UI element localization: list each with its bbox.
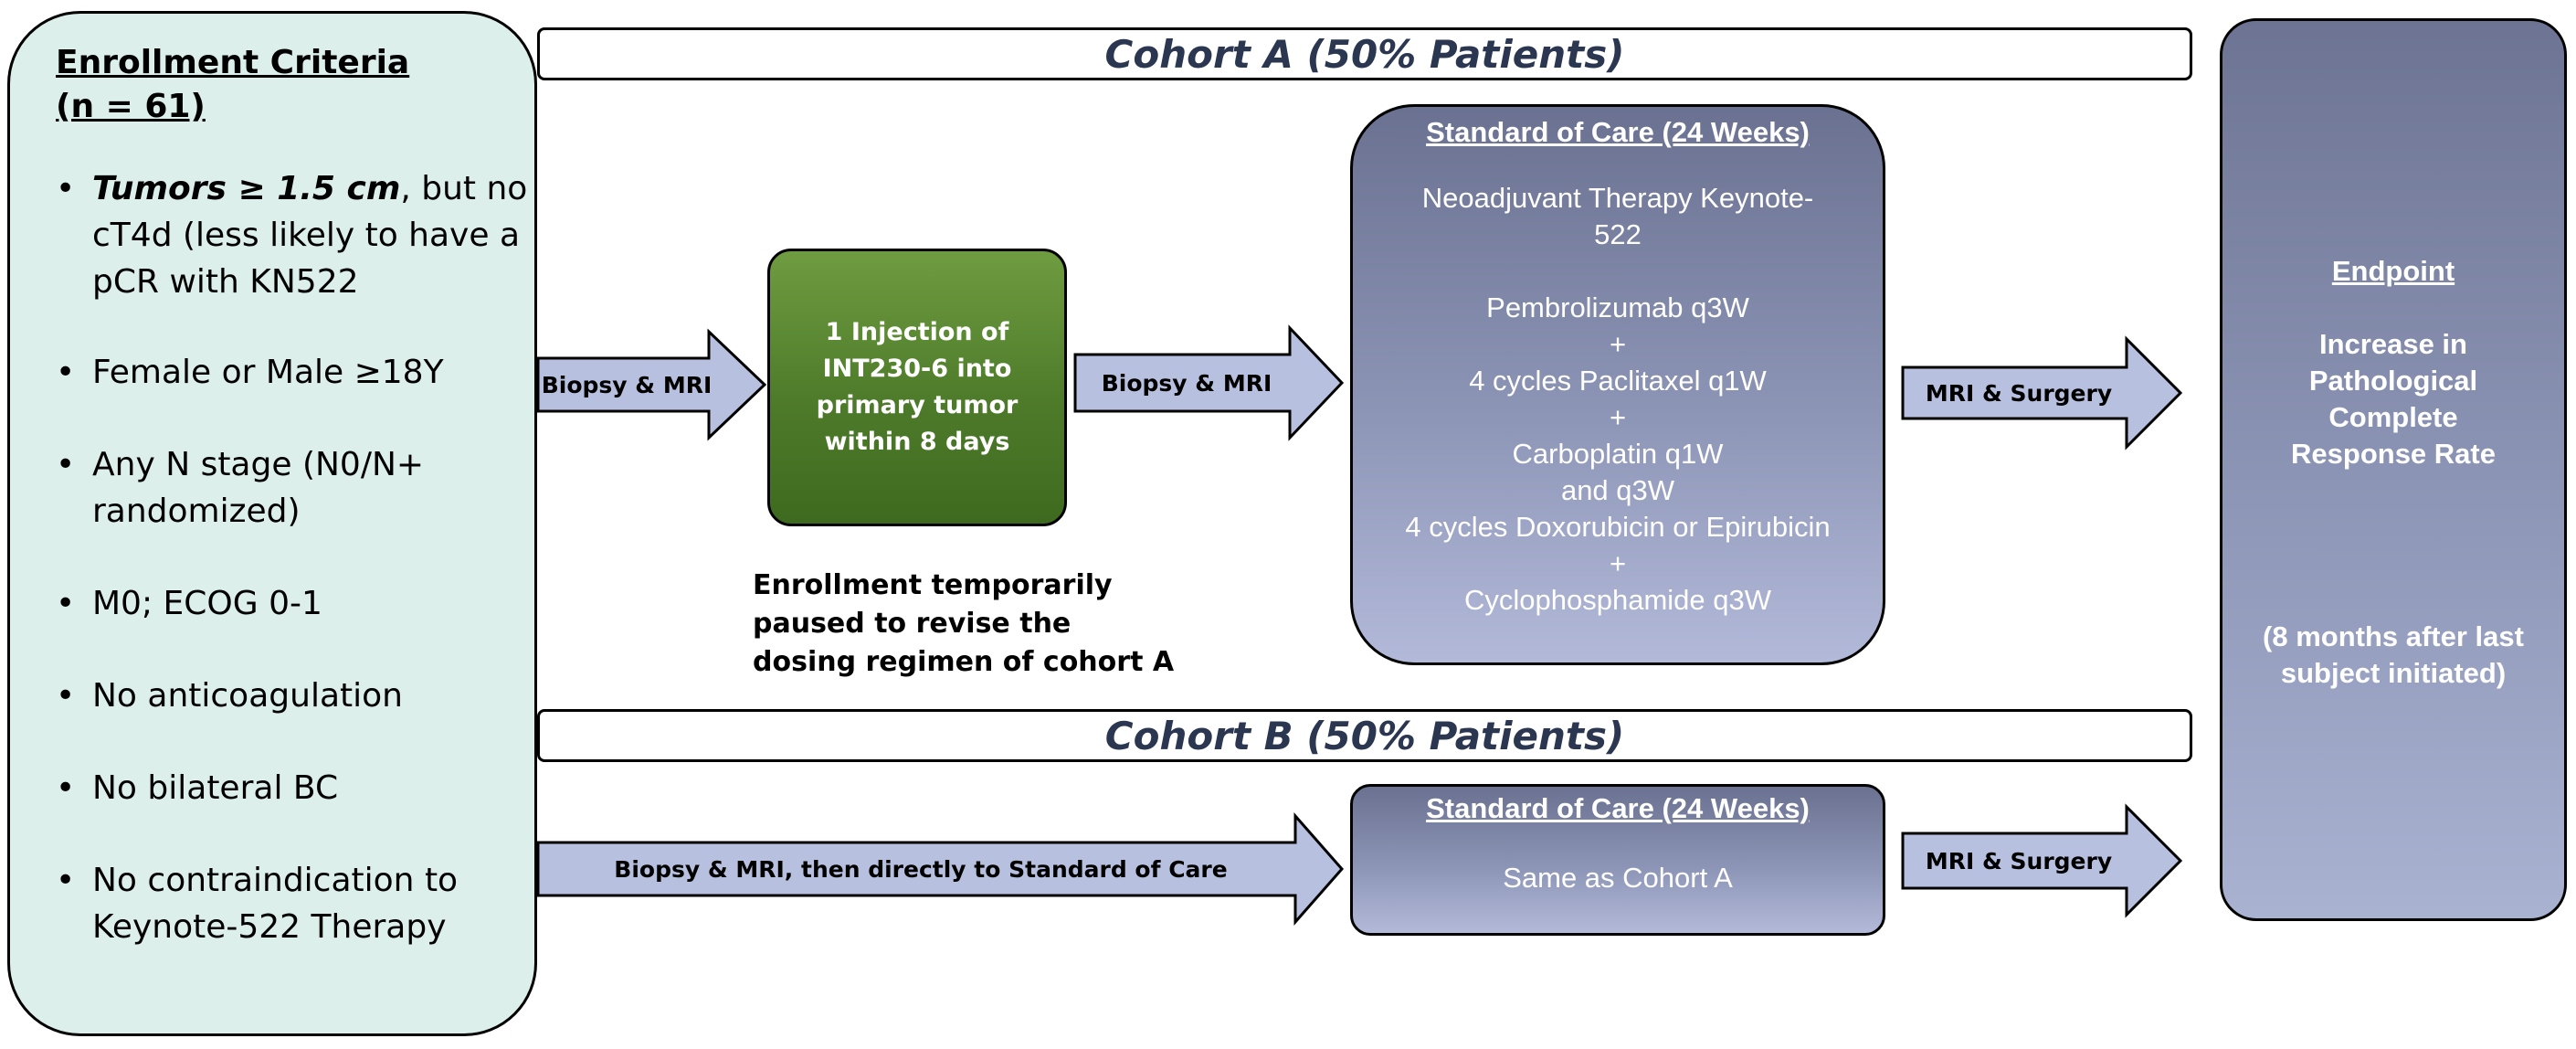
arrow-label: MRI & Surgery (1925, 379, 2113, 407)
soc-line: Same as Cohort A (1503, 862, 1733, 894)
criteria-item: No bilateral BC (56, 765, 534, 811)
soc-line: 522 (1594, 218, 1642, 250)
enrollment-pause-note: Enrollment temporarily paused to revise … (753, 569, 1175, 678)
criteria-item: No contraindication to Keynote-522 Thera… (56, 857, 534, 950)
enrollment-title: Enrollment Criteria (56, 44, 410, 81)
endpoint-line: Response Rate (2291, 438, 2496, 470)
cohort-a-banner: Cohort A (50% Patients) (537, 27, 2192, 80)
criteria-item: Tumors ≥ 1.5 cm, but no cT4d (less likel… (56, 165, 534, 305)
injection-text: 1 Injection of INT230-6 into primary tum… (816, 318, 1019, 456)
cohort-a-biopsy-arrow-2: Biopsy & MRI (1073, 324, 1345, 441)
criteria-text: Female or Male ≥18Y (92, 354, 444, 391)
endpoint-footnote-line: subject initiated) (2280, 657, 2507, 689)
criteria-text: No anticoagulation (92, 677, 403, 715)
soc-title: Standard of Care (24 Weeks) (1426, 116, 1810, 148)
cohort-b-biopsy-arrow: Biopsy & MRI, then directly to Standard … (536, 812, 1344, 926)
arrow-label: Biopsy & MRI (1101, 369, 1272, 397)
criteria-item: M0; ECOG 0-1 (56, 580, 534, 627)
cohort-b-banner: Cohort B (50% Patients) (537, 709, 2192, 762)
soc-line: Cyclophosphamide q3W (1463, 584, 1771, 616)
soc-line (1353, 253, 1883, 290)
endpoint-line: Pathological (2308, 365, 2478, 397)
soc-line: 4 cycles Doxorubicin or Epirubicin (1405, 511, 1831, 543)
criteria-item: No anticoagulation (56, 673, 534, 719)
soc-line: Neoadjuvant Therapy Keynote- (1421, 182, 1814, 214)
criteria-emphasis: Tumors ≥ 1.5 cm (92, 170, 401, 207)
arrow-shape (536, 328, 767, 441)
arrow-shape (1901, 803, 2183, 918)
criteria-list: Tumors ≥ 1.5 cm, but no cT4d (less likel… (56, 165, 534, 950)
soc-title: Standard of Care (24 Weeks) (1426, 792, 1810, 824)
arrow-shape (536, 812, 1344, 926)
endpoint-title: Endpoint (2331, 255, 2455, 287)
criteria-text: , but no cT4d (less likely to have a pCR… (92, 170, 528, 301)
arrow-label: MRI & Surgery (1925, 847, 2113, 874)
arrow-label: Biopsy & MRI, then directly to Standard … (614, 855, 1228, 883)
soc-line: + (1609, 401, 1627, 433)
endpoint-footnote-line: (8 months after last (2263, 620, 2524, 652)
cohort-a-surgery-arrow: MRI & Surgery (1901, 335, 2183, 450)
arrow-label: Biopsy & MRI (541, 371, 713, 398)
criteria-item: Female or Male ≥18Y (56, 349, 534, 396)
endpoint-box: Endpoint Increase in Pathological Comple… (2220, 18, 2567, 921)
endpoint-line: Complete (2328, 401, 2458, 433)
soc-line: + (1609, 328, 1627, 360)
criteria-text: Any N stage (N0/N+ randomized) (92, 446, 425, 530)
arrow-shape (1901, 335, 2183, 450)
soc-line: 4 cycles Paclitaxel q1W (1469, 365, 1767, 397)
soc-line: + (1609, 547, 1627, 579)
endpoint-line: Increase in (2319, 328, 2467, 360)
injection-step-box: 1 Injection of INT230-6 into primary tum… (767, 249, 1067, 526)
enrollment-count: (n = 61) (56, 88, 206, 125)
criteria-item: Any N stage (N0/N+ randomized) (56, 441, 534, 535)
cohort-a-biopsy-arrow: Biopsy & MRI (536, 328, 767, 441)
cohort-a-standard-of-care-box: Standard of Care (24 Weeks) Neoadjuvant … (1350, 104, 1885, 665)
criteria-text: No bilateral BC (92, 769, 339, 807)
soc-line: Carboplatin q1W (1512, 438, 1724, 470)
soc-line: and q3W (1560, 474, 1675, 506)
cohort-b-standard-of-care-box: Standard of Care (24 Weeks) Same as Coho… (1350, 784, 1885, 936)
cohort-b-surgery-arrow: MRI & Surgery (1901, 803, 2183, 918)
arrow-shape (1073, 324, 1345, 441)
criteria-text: M0; ECOG 0-1 (92, 585, 322, 622)
soc-line: Pembrolizumab q3W (1486, 291, 1749, 323)
enrollment-criteria-panel: Enrollment Criteria (n = 61) Tumors ≥ 1.… (7, 11, 537, 1036)
criteria-text: No contraindication to Keynote-522 Thera… (92, 862, 459, 946)
